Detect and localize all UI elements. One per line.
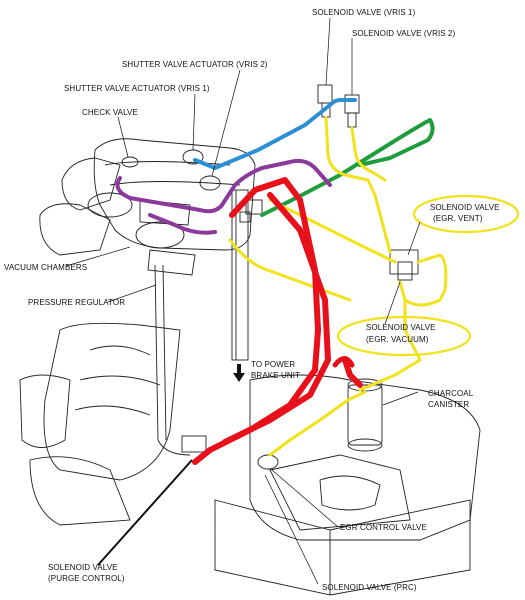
- blue-vacuum-line: [193, 98, 357, 170]
- label-solenoid-egr-vent-2: (EGR. VENT): [433, 214, 483, 223]
- power-brake-arrow: [233, 364, 245, 382]
- label-solenoid-purge-2: (PURGE CONTROL): [48, 574, 125, 583]
- yellow-vacuum-line: [228, 116, 448, 457]
- label-pressure-regulator: PRESSURE REGULATOR: [28, 298, 126, 307]
- egr-vacuum-highlight: [336, 315, 472, 357]
- label-solenoid-purge-1: SOLENOID VALVE: [48, 563, 118, 572]
- label-solenoid-egr-vacuum-1: SOLENOID VALVE: [366, 323, 436, 332]
- label-canister: CANISTER: [428, 400, 470, 409]
- label-shutter-vris1: SHUTTER VALVE ACTUATOR (VRIS 1): [64, 84, 210, 93]
- purple-vacuum-line: [115, 158, 332, 214]
- label-vacuum-chambers: VACUUM CHAMBERS: [4, 263, 88, 272]
- label-solenoid-egr-vent-1: SOLENOID VALVE: [430, 203, 500, 212]
- label-solenoid-egr-vacuum-2: (EGR. VACUUM): [366, 335, 429, 344]
- label-egr-control-valve: EGR CONTROL VALVE: [340, 523, 427, 532]
- leader-lines: [65, 17, 421, 585]
- red-vacuum-line: [192, 177, 321, 465]
- label-to-power: TO POWER: [251, 360, 296, 369]
- label-charcoal: CHARCOAL: [428, 389, 474, 398]
- label-check-valve: CHECK VALVE: [82, 108, 138, 117]
- label-solenoid-vris2: SOLENOID VALVE (VRIS 2): [352, 29, 456, 38]
- label-shutter-vris2: SHUTTER VALVE ACTUATOR (VRIS 2): [122, 60, 268, 69]
- egr-vent-highlight: [412, 194, 520, 234]
- label-solenoid-vris1: SOLENOID VALVE (VRIS 1): [312, 8, 416, 17]
- label-brake-unit: BRAKE UNIT: [251, 371, 301, 380]
- label-solenoid-prc: SOLENOID VALVE (PRC): [322, 583, 417, 592]
- engine-line-art: [19, 84, 481, 596]
- green-vacuum-line: [260, 118, 435, 217]
